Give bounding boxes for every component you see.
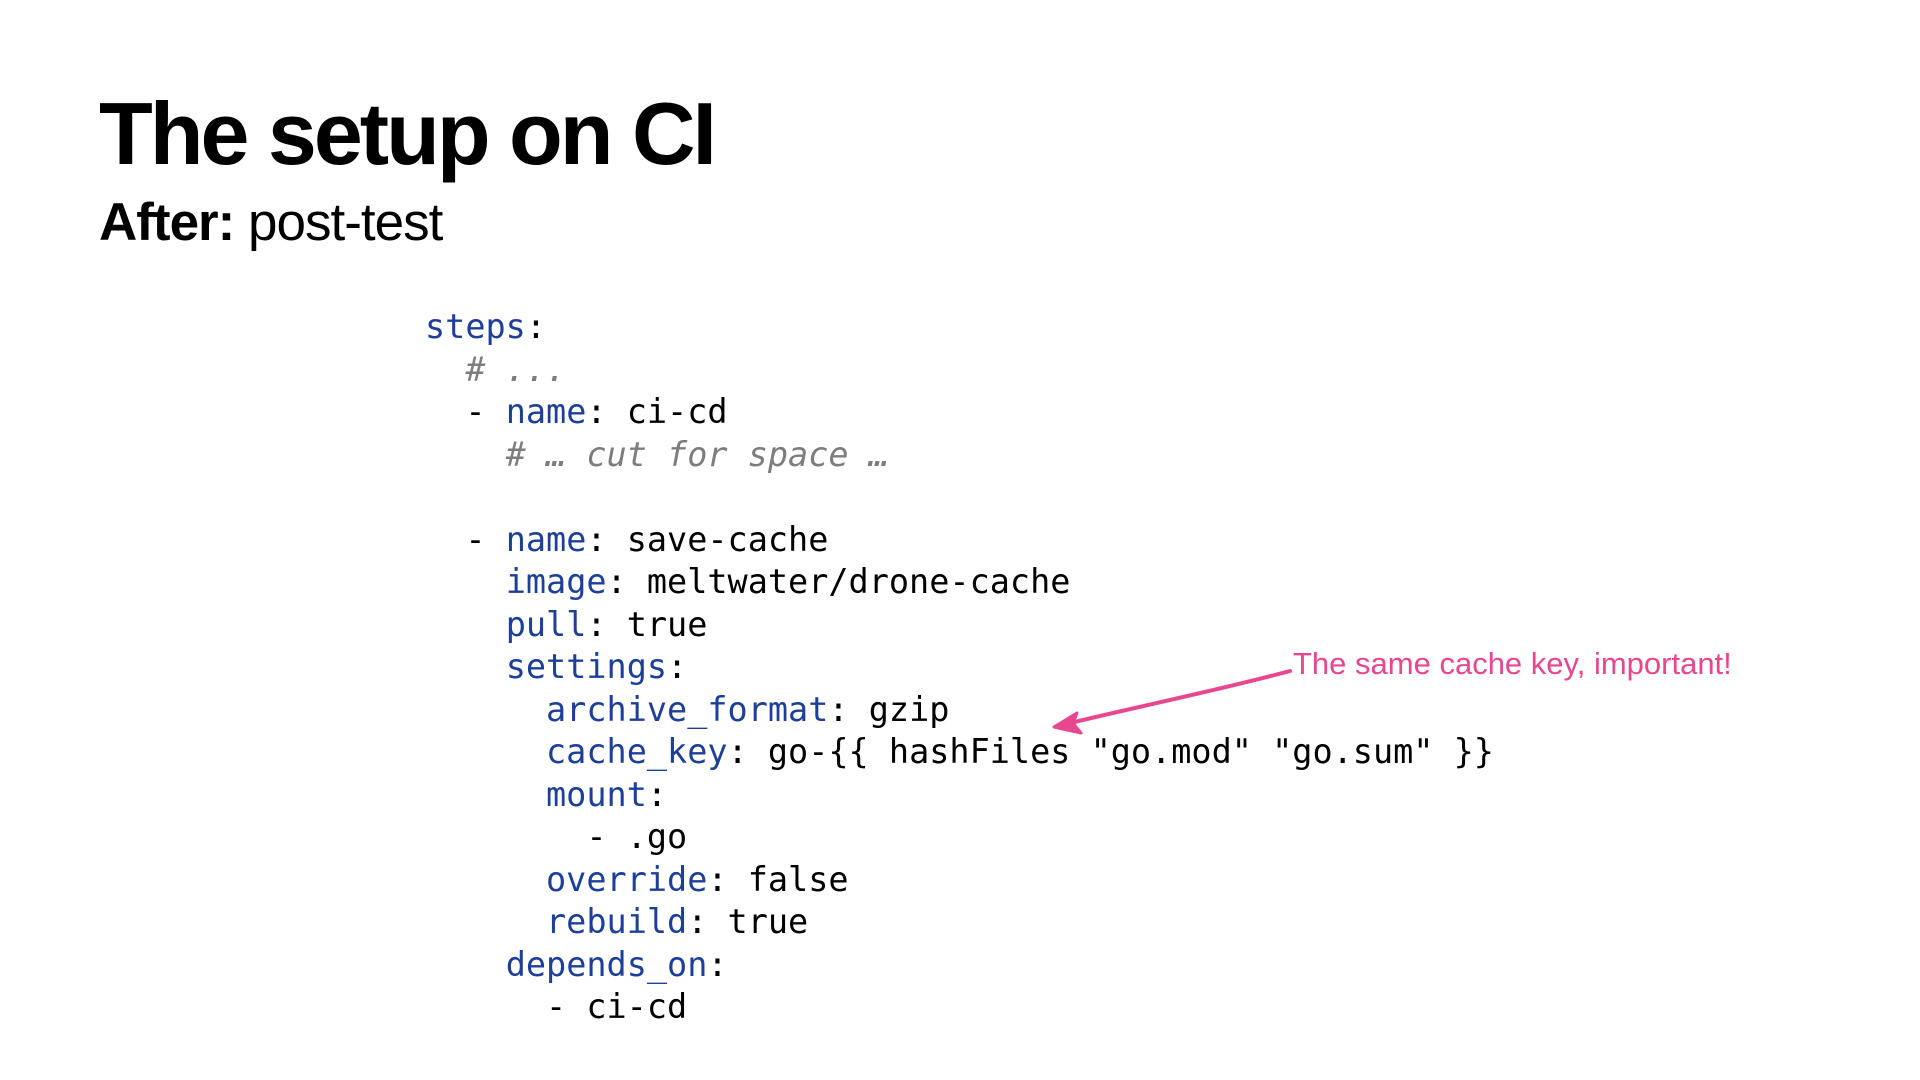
subtitle-label: After: bbox=[99, 193, 235, 252]
code-text: : go-{{ hashFiles "go.mod" "go.sum" }} bbox=[727, 732, 1494, 771]
code-key: mount bbox=[546, 774, 647, 814]
code-text bbox=[425, 605, 506, 644]
code-key: steps bbox=[425, 307, 526, 346]
code-text: : true bbox=[687, 902, 809, 941]
code-text bbox=[425, 647, 506, 686]
code-key: name bbox=[505, 519, 587, 559]
code-key: override bbox=[546, 859, 708, 899]
code-text: - ci-cd bbox=[425, 987, 688, 1026]
code-text: : meltwater/drone-cache bbox=[606, 562, 1071, 601]
code-text: - bbox=[425, 519, 506, 559]
code-text bbox=[425, 902, 546, 941]
code-line: steps: bbox=[425, 306, 1494, 349]
code-text: : gzip bbox=[828, 689, 950, 729]
code-text: : false bbox=[707, 859, 849, 899]
code-line: pull: true bbox=[425, 604, 1494, 647]
code-line: depends_on: bbox=[425, 944, 1494, 987]
code-key: settings bbox=[505, 647, 668, 686]
code-text: - bbox=[425, 392, 506, 431]
code-text bbox=[425, 562, 506, 601]
code-text: : bbox=[707, 944, 728, 984]
code-text bbox=[425, 732, 546, 771]
code-line: override: false bbox=[425, 859, 1494, 902]
code-text: : bbox=[667, 647, 688, 686]
code-text: : save-cache bbox=[586, 519, 829, 559]
code-key: cache_key bbox=[546, 732, 728, 771]
code-line: # … cut for space … bbox=[425, 434, 1494, 477]
code-text: : true bbox=[586, 604, 708, 644]
code-line: mount: bbox=[425, 774, 1494, 817]
code-key: image bbox=[505, 562, 607, 601]
code-line: settings: bbox=[425, 646, 1494, 689]
code-text: : bbox=[646, 774, 668, 814]
code-block: steps: # ... - name: ci-cd # … cut for s… bbox=[425, 306, 1494, 1029]
code-comment: # ... bbox=[425, 349, 567, 389]
code-comment: # … cut for space … bbox=[425, 434, 889, 474]
code-text: : bbox=[525, 307, 547, 346]
slide-title: The setup on CI bbox=[99, 84, 717, 183]
code-line: - ci-cd bbox=[425, 986, 1494, 1029]
annotation-text: The same cache key, important! bbox=[1293, 646, 1732, 681]
code-key: name bbox=[505, 392, 587, 431]
code-key: rebuild bbox=[546, 902, 688, 941]
subtitle-text: post-test bbox=[234, 193, 443, 252]
code-text: : ci-cd bbox=[586, 392, 728, 431]
code-key: depends_on bbox=[505, 944, 708, 984]
code-line: image: meltwater/drone-cache bbox=[425, 561, 1494, 604]
code-line: rebuild: true bbox=[425, 901, 1494, 944]
code-text bbox=[425, 945, 506, 984]
code-line: cache_key: go-{{ hashFiles "go.mod" "go.… bbox=[425, 731, 1494, 774]
code-key: pull bbox=[505, 604, 587, 644]
code-line: - name: ci-cd bbox=[425, 391, 1494, 434]
code-text bbox=[425, 775, 546, 814]
code-key: archive_format bbox=[546, 689, 829, 729]
slide-subtitle: After: post-test bbox=[99, 193, 443, 252]
code-line: archive_format: gzip bbox=[425, 689, 1494, 732]
code-line: # ... bbox=[425, 349, 1494, 392]
code-text: - .go bbox=[425, 817, 688, 856]
code-text bbox=[425, 690, 546, 729]
code-text bbox=[425, 860, 546, 899]
code-line bbox=[425, 476, 1494, 519]
code-line: - .go bbox=[425, 816, 1494, 859]
code-line: - name: save-cache bbox=[425, 519, 1494, 562]
